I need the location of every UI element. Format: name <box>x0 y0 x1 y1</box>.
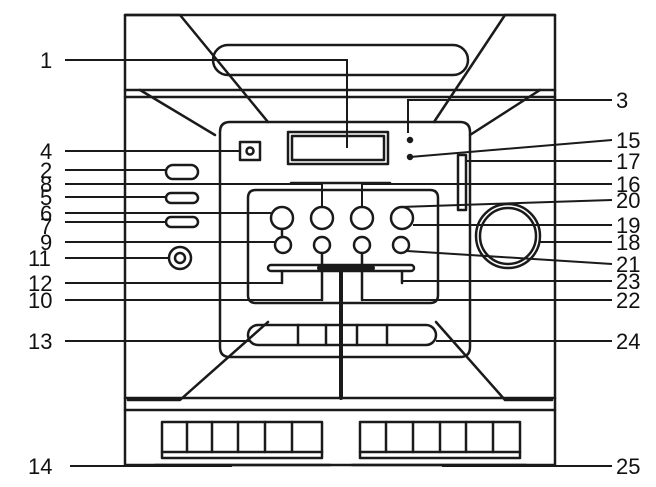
connector-block-right <box>358 420 522 460</box>
headphone-jack-inner <box>173 251 187 265</box>
callout-2: 2 <box>40 158 52 183</box>
callout-3: 3 <box>616 88 628 113</box>
round-button-6 <box>269 205 295 231</box>
side-button-2 <box>164 163 200 181</box>
volume-knob-inner <box>478 206 538 266</box>
callout-14: 14 <box>28 454 52 479</box>
callout-12: 12 <box>28 271 52 296</box>
callout-15: 15 <box>616 128 640 153</box>
side-button-7 <box>164 215 200 229</box>
bevel-inner-right <box>468 88 542 137</box>
round-button-row2-b <box>312 235 332 255</box>
square-button <box>238 140 262 162</box>
bevel-bottom-right <box>434 320 554 402</box>
round-button-row2-c <box>352 235 372 255</box>
bevel-top-left <box>123 13 270 124</box>
round-button-16b <box>349 205 375 231</box>
callout-21: 21 <box>616 252 640 277</box>
callout-8: 8 <box>40 172 52 197</box>
round-button-16a <box>309 205 335 231</box>
callout-6: 6 <box>40 201 52 226</box>
callout-16: 16 <box>616 172 640 197</box>
callout-19: 19 <box>616 213 640 238</box>
callout-18: 18 <box>616 230 640 255</box>
callout-22: 22 <box>616 288 640 313</box>
leader-21 <box>406 250 613 265</box>
callout-4: 4 <box>40 139 52 164</box>
round-button-9 <box>273 235 293 255</box>
callout-9: 9 <box>40 230 52 255</box>
leader-1 <box>65 59 348 148</box>
control-cluster <box>246 188 440 305</box>
display-window-inner <box>290 134 386 162</box>
leader-20 <box>399 199 613 208</box>
round-button-21 <box>391 235 411 255</box>
callout-20: 20 <box>616 188 640 213</box>
callout-23: 23 <box>616 269 640 294</box>
bevel-inner-left <box>138 88 217 137</box>
indicator-dot-upper <box>406 136 414 144</box>
callout-13: 13 <box>28 329 52 354</box>
display-window <box>286 130 390 166</box>
callout-7: 7 <box>40 214 52 239</box>
leader-16 <box>361 183 612 207</box>
square-button-dot <box>245 146 255 156</box>
callout-10: 10 <box>28 288 52 313</box>
callout-11: 11 <box>28 246 51 271</box>
bevel-bottom-left <box>126 320 270 402</box>
connector-block-left <box>160 420 324 460</box>
callout-25: 25 <box>616 454 640 479</box>
leader-3 <box>407 99 612 133</box>
leader-15 <box>409 139 613 158</box>
leader-8 <box>65 183 323 207</box>
outer-cabinet <box>123 13 557 467</box>
headphone-jack <box>167 245 193 271</box>
bevel-top-right <box>432 13 557 124</box>
callout-17: 17 <box>616 149 640 174</box>
side-slot <box>456 153 468 212</box>
callout-1: 1 <box>40 48 52 73</box>
central-panel <box>218 120 472 359</box>
callout-24: 24 <box>616 329 640 354</box>
round-button-20 <box>389 205 415 231</box>
side-button-5 <box>164 191 200 205</box>
callout-5: 5 <box>40 185 52 210</box>
